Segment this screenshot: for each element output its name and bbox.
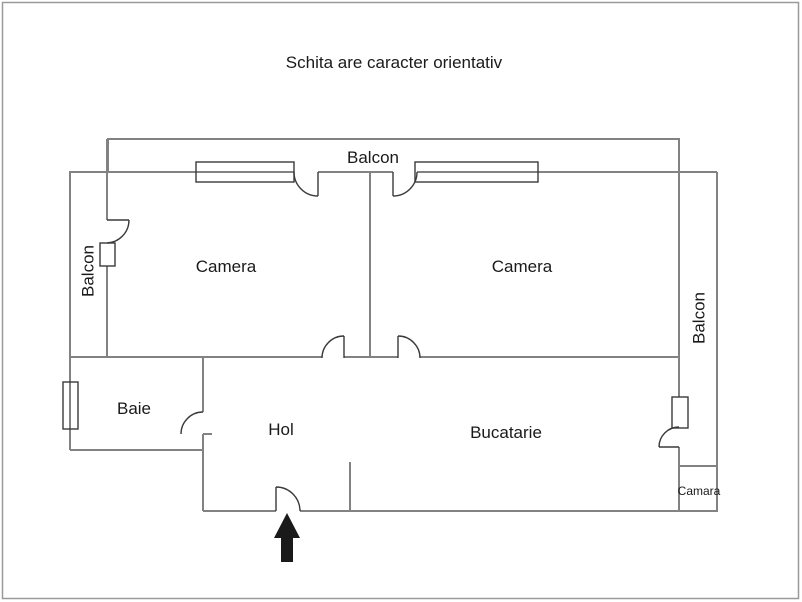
door-camera-right-balcony	[392, 171, 418, 197]
room-labels: Balcon Camera Camera Balcon Balcon Baie …	[79, 148, 721, 498]
window-baie	[62, 381, 79, 430]
label-camera-right: Camera	[492, 257, 553, 276]
walls	[69, 138, 718, 512]
door-camera-left-hol	[321, 335, 345, 359]
label-balcon-left: Balcon	[79, 245, 98, 297]
windows	[62, 161, 689, 430]
label-bucatarie: Bucatarie	[470, 423, 542, 442]
door-balcony-left	[106, 219, 130, 244]
window-camera-right	[414, 161, 539, 183]
doors	[106, 171, 680, 512]
door-baie	[180, 411, 204, 435]
label-baie: Baie	[117, 399, 151, 418]
window-balcony-left	[99, 242, 116, 267]
label-balcon-top: Balcon	[347, 148, 399, 167]
door-camera-right-hol	[397, 335, 421, 359]
door-camera-left-balcony	[293, 171, 319, 197]
door-entrance	[275, 486, 301, 512]
wall-baie-hol	[202, 356, 212, 511]
label-camara: Camara	[678, 484, 721, 498]
window-bucatarie	[671, 396, 689, 429]
label-camera-left: Camera	[196, 257, 257, 276]
label-balcon-right: Balcon	[690, 292, 709, 344]
door-bucatarie-balcony	[658, 426, 680, 448]
label-hol: Hol	[268, 420, 294, 439]
entrance-arrow-icon	[274, 513, 300, 562]
disclaimer-title: Schita are caracter orientativ	[286, 53, 503, 72]
